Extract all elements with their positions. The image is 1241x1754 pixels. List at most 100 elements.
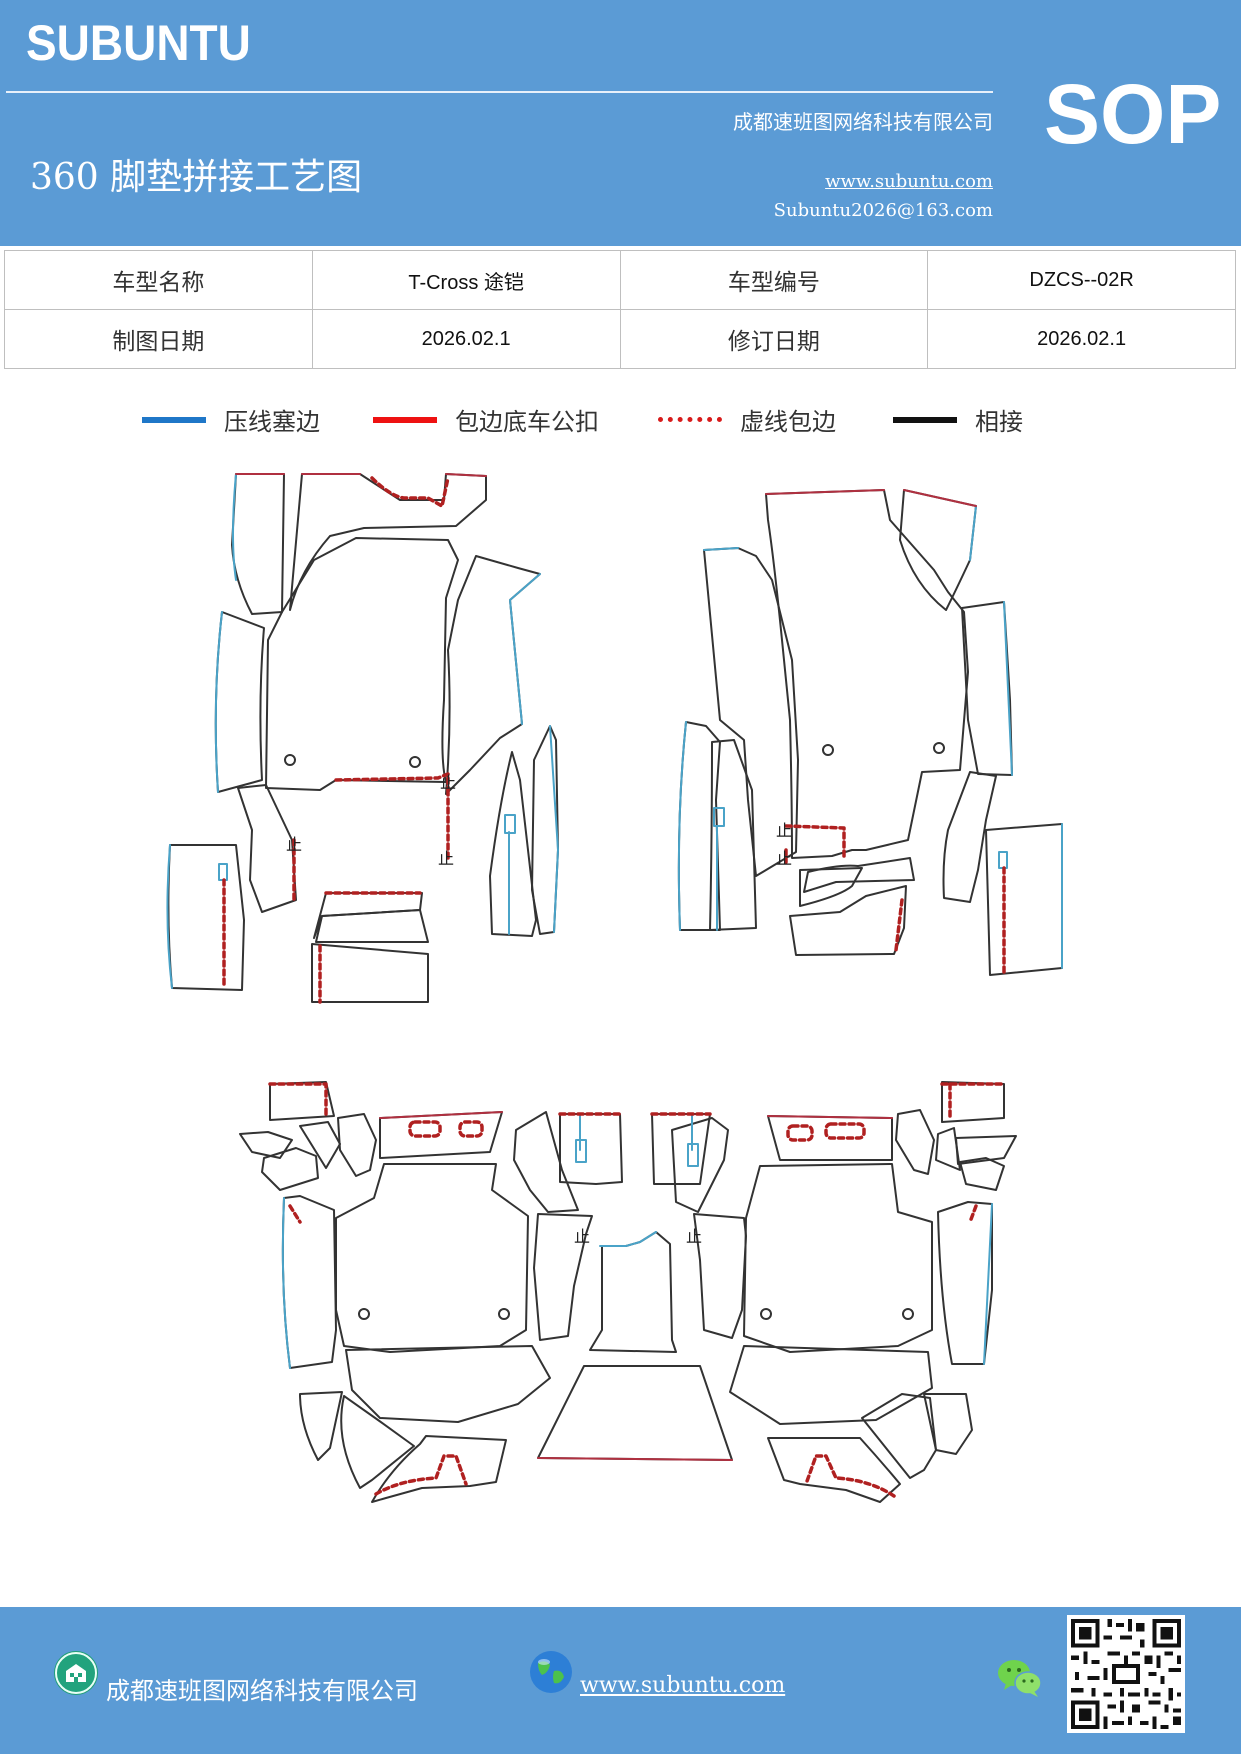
pattern-piece <box>955 1135 1017 1165</box>
press-line-edge <box>983 1203 993 1365</box>
pattern-piece <box>299 1391 343 1461</box>
bound-edge <box>537 1457 733 1461</box>
legend-item-press-line: 压线塞边 <box>142 402 320 437</box>
pattern-piece <box>703 547 799 877</box>
mount-hole <box>760 1308 772 1320</box>
pattern-piece <box>729 1345 933 1425</box>
dotted-cutout <box>824 1122 866 1140</box>
line-legend: 压线塞边 包边底车公扣 虚线包边 相接 <box>0 402 1241 442</box>
sop-badge: SOP <box>1044 67 1222 161</box>
pattern-piece <box>799 867 863 907</box>
pattern-piece <box>789 885 907 956</box>
stop-mark: 止 <box>574 1227 590 1246</box>
press-line-edge <box>232 473 237 581</box>
press-line-edge <box>214 611 223 793</box>
legend-swatch <box>142 416 206 423</box>
press-line-edge <box>599 1231 657 1247</box>
pattern-piece <box>935 1127 961 1171</box>
pattern-piece <box>767 1437 901 1503</box>
wechat-icon[interactable] <box>996 1657 1042 1701</box>
page-header: SUBUNTU 成都速班图网络科技有限公司 360 脚垫拼接工艺图 www.su… <box>0 0 1241 246</box>
pattern-piece <box>937 1201 993 1365</box>
building-icon <box>54 1651 98 1695</box>
legend-label: 压线塞边 <box>224 408 320 436</box>
table-row: 制图日期 2026.02.1 修订日期 2026.02.1 <box>4 309 1236 369</box>
clip-slot <box>218 863 228 881</box>
stop-mark: 止 <box>438 849 454 868</box>
floor-mat-pattern-drawing: 止 止 止 止 止 止 止 <box>166 473 1063 1503</box>
pattern-piece <box>743 1163 933 1353</box>
model-name-value: T-Cross 途铠 <box>311 250 621 310</box>
pattern-piece <box>167 844 245 991</box>
mount-hole <box>409 756 421 768</box>
press-line-edge <box>166 844 173 989</box>
clip-slot <box>504 814 516 834</box>
legend-swatch <box>373 416 437 423</box>
clip-slot <box>713 807 725 827</box>
mount-hole <box>498 1308 510 1320</box>
pattern-piece <box>651 1113 711 1185</box>
press-line-edge <box>969 505 977 561</box>
model-name-label: 车型名称 <box>4 250 313 310</box>
mount-hole <box>933 742 945 754</box>
page-title: 360 脚垫拼接工艺图 <box>30 157 363 198</box>
pattern-piece <box>513 1111 579 1213</box>
stop-mark: 止 <box>686 1227 702 1246</box>
legend-item-wrap-edge: 包边底车公扣 <box>373 402 599 437</box>
pattern-piece <box>531 725 559 935</box>
pattern-piece <box>340 1395 415 1489</box>
clip-slot <box>687 1143 699 1167</box>
pattern-piece <box>895 1109 935 1175</box>
mount-hole <box>284 754 296 766</box>
press-line-edge <box>703 547 739 551</box>
legend-label: 相接 <box>975 408 1023 436</box>
stop-mark: 止 <box>440 773 456 792</box>
dotted-cutout <box>458 1120 484 1138</box>
dotted-wrap-edge <box>334 772 450 792</box>
pattern-piece <box>265 537 459 791</box>
pattern-piece <box>559 1113 623 1185</box>
dotted-wrap-edge <box>268 1082 328 1116</box>
pattern-piece <box>765 489 969 859</box>
press-line-edge <box>1003 601 1013 776</box>
pattern-piece <box>239 1131 293 1159</box>
pattern-piece <box>445 555 541 795</box>
stop-mark: 止 <box>776 821 792 840</box>
revise-date-label: 修订日期 <box>619 309 929 369</box>
clip-slot <box>998 851 1008 869</box>
pattern-piece <box>693 1213 747 1339</box>
bound-edge <box>767 1115 893 1119</box>
draw-date-label: 制图日期 <box>4 309 313 369</box>
pattern-piece <box>537 1365 733 1461</box>
legend-label: 虚线包边 <box>740 408 836 436</box>
table-row: 车型名称 T-Cross 途铠 车型编号 DZCS--02R <box>4 250 1236 310</box>
pattern-piece <box>345 1345 551 1423</box>
pattern-piece <box>214 611 265 793</box>
header-divider <box>6 91 993 93</box>
dotted-cutout <box>408 1120 442 1138</box>
pattern-piece <box>281 1195 337 1369</box>
dotted-cutout <box>786 1124 814 1142</box>
dotted-wrap-edge <box>894 898 904 952</box>
dotted-wrap-edge <box>374 1454 468 1496</box>
legend-item-dotted-edge: 虚线包边 <box>658 402 836 437</box>
pattern-piece <box>985 823 1063 976</box>
legend-swatch <box>658 417 722 422</box>
pattern-piece <box>589 1231 677 1353</box>
footer-website-link[interactable]: www.subuntu.com <box>580 1673 786 1698</box>
pattern-piece <box>335 1163 529 1353</box>
pattern-piece <box>237 784 297 913</box>
pattern-piece <box>861 1393 937 1479</box>
pattern-piece <box>315 909 429 943</box>
globe-icon <box>528 1649 572 1693</box>
header-website-link[interactable]: www.subuntu.com <box>825 171 993 192</box>
stop-mark: 止 <box>286 835 302 854</box>
pattern-piece <box>371 1435 507 1503</box>
stop-mark: 止 <box>776 849 792 868</box>
press-line-edge <box>677 721 687 931</box>
mount-hole <box>822 744 834 756</box>
legend-item-joint: 相接 <box>893 402 1023 437</box>
pattern-piece <box>337 1113 377 1177</box>
pattern-piece <box>299 1121 341 1169</box>
pattern-piece <box>533 1213 593 1341</box>
